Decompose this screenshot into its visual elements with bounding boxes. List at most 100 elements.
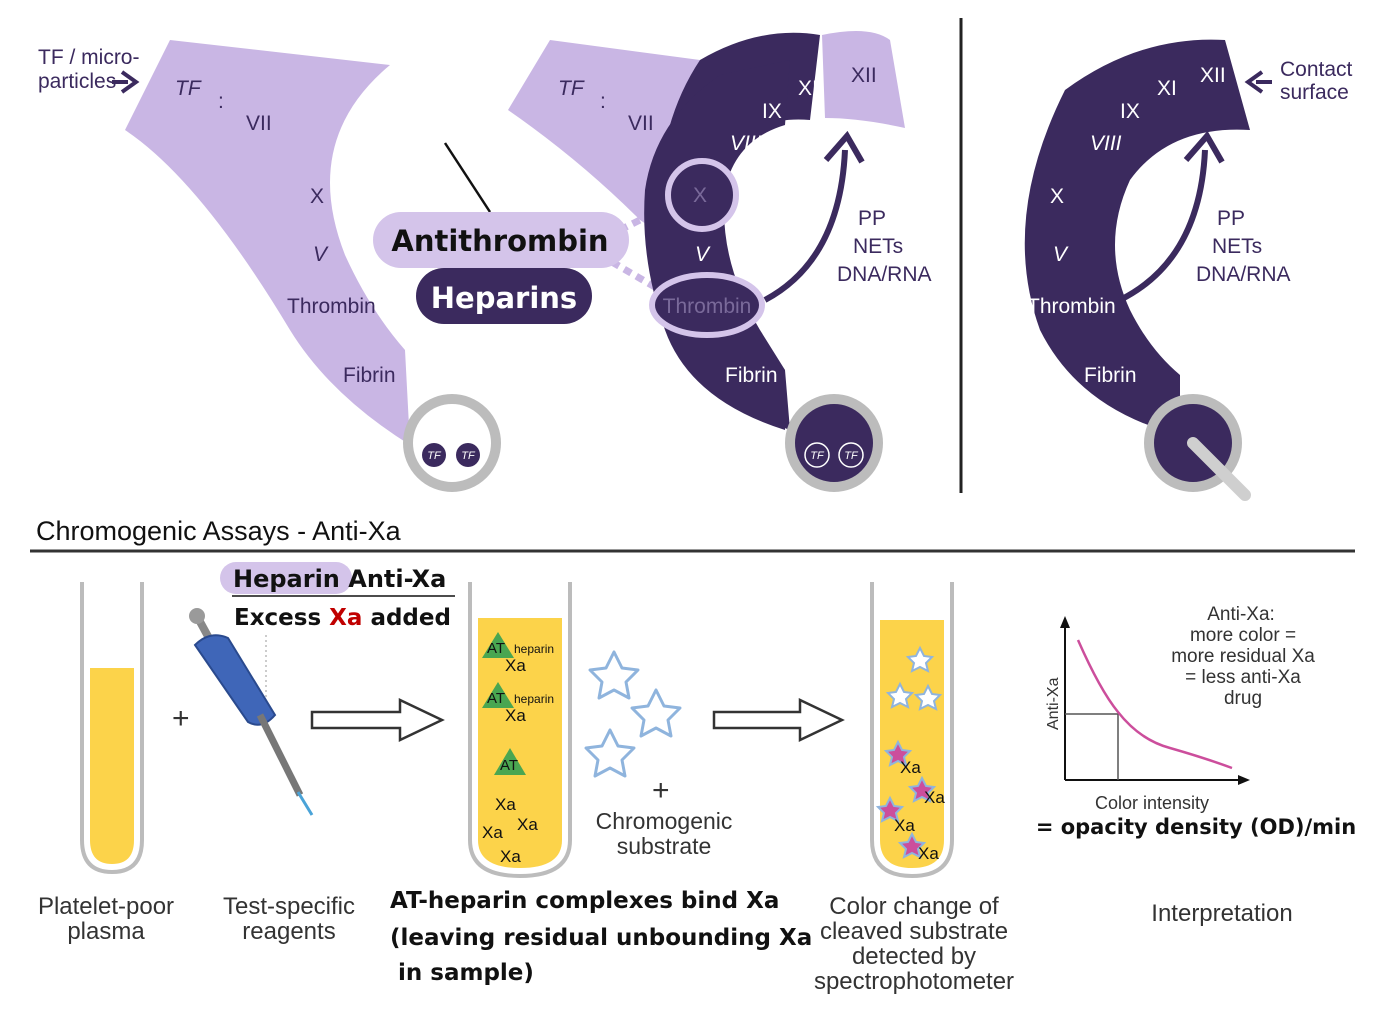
tube-at-2: AT	[487, 690, 505, 707]
right-amp-3: DNA/RNA	[1196, 263, 1291, 286]
chromogenic-label-1: Chromogenic	[596, 808, 733, 834]
tube-at-3: AT	[500, 757, 518, 774]
tube-star-icon-3	[913, 683, 943, 711]
middle-fibrin: Fibrin	[725, 364, 778, 387]
tube-pink-star-icon-2	[907, 775, 937, 803]
caption-interpretation: Interpretation	[1151, 900, 1292, 927]
caption-reagents-1: Test-specific	[223, 893, 355, 920]
plasma-liquid	[90, 668, 134, 864]
graph-ylabel: Anti-Xa	[1045, 677, 1062, 730]
assay-heading: Heparin Anti-Xa	[233, 565, 446, 593]
right-feedback-arrowhead	[1183, 130, 1225, 164]
tube-xa-3: Xa	[495, 795, 516, 814]
inhibitors: Antithrombin Heparins	[373, 142, 672, 324]
tube-xa-6: Xa	[500, 847, 521, 866]
tube-pink-star-icon-4	[897, 831, 927, 859]
heparins-pill	[416, 268, 592, 324]
caption-plasma-1: Platelet-poor	[38, 893, 174, 920]
plasma-tube	[80, 582, 144, 875]
color-xa-2: Xa	[924, 788, 945, 807]
middle-feedback-arrowhead	[823, 130, 865, 164]
heparins-label: Heparins	[431, 281, 577, 315]
plus-sign-1: +	[172, 702, 190, 735]
middle-x-ring	[665, 158, 739, 232]
star-icon-1	[588, 650, 640, 700]
middle-feedback-arrow	[763, 149, 848, 303]
right-panel: XII XI IX VIII X V Thrombin Fibrin Conta…	[1024, 39, 1353, 501]
graph-reference-lines	[1065, 713, 1119, 780]
caption-complexes-3: in sample)	[390, 960, 534, 986]
graph-y-arrowhead	[1060, 616, 1070, 628]
right-amp-1: PP	[1217, 207, 1245, 230]
graph-curve	[1076, 639, 1233, 770]
middle-thrombin-ring	[649, 272, 765, 338]
caption-color-3: detected by	[852, 943, 976, 970]
inhibitor-line	[443, 142, 492, 213]
middle-cell	[785, 394, 883, 492]
excess-xa-line: Excess Xa added	[234, 605, 451, 631]
caption-color-2: cleaved substrate	[820, 918, 1008, 945]
caption-color-1: Color change of	[829, 893, 999, 920]
middle-xii-segment	[822, 31, 905, 128]
color-xa-3: Xa	[894, 816, 915, 835]
flow-arrow-2	[712, 698, 845, 742]
plus-sign-2: +	[652, 774, 670, 807]
middle-cell-tf-1: TF	[810, 450, 825, 462]
left-cell-tf-2: TF	[461, 450, 476, 462]
tube-xa-5: Xa	[482, 823, 503, 842]
left-cell	[403, 394, 501, 492]
middle-xii: XII	[851, 64, 877, 87]
left-cascade-arc	[125, 40, 410, 445]
right-ix: IX	[1120, 100, 1140, 123]
at-triangle-2	[482, 682, 514, 708]
caption-color-4: spectrophotometer	[814, 968, 1014, 995]
left-cell-tf-1-icon	[422, 443, 446, 467]
tube-at-1: AT	[487, 640, 505, 657]
middle-thrombin: Thrombin	[663, 295, 752, 318]
color-tube-glass	[870, 582, 954, 879]
right-x: X	[1050, 185, 1064, 208]
left-cell-tf-1: TF	[427, 450, 442, 462]
graph-x-arrowhead	[1238, 775, 1250, 785]
tube-star-icon-2	[885, 681, 915, 709]
chromogenic-label-2: substrate	[617, 833, 712, 859]
caption-reagents-2: reagents	[242, 918, 335, 945]
color-xa-1: Xa	[900, 758, 921, 777]
heading-highlight	[220, 562, 352, 594]
left-thrombin: Thrombin	[287, 295, 376, 318]
right-amp-2: NETs	[1212, 235, 1262, 258]
left-v: V	[313, 243, 329, 266]
left-arrow-label-1: TF / micro-	[38, 46, 139, 69]
graph-note-4: = less anti-Xa	[1185, 667, 1301, 688]
left-tf: TF	[175, 77, 202, 100]
right-thrombin: Thrombin	[1027, 295, 1116, 318]
tube-xa-2: Xa	[505, 706, 526, 725]
at-triangle-3	[494, 748, 526, 775]
middle-tf: TF	[558, 77, 585, 100]
tube-xa-1: Xa	[505, 656, 526, 675]
antithrombin-label: Antithrombin	[391, 224, 608, 258]
right-xi: XI	[1157, 77, 1177, 100]
caption-plasma-2: plasma	[67, 918, 145, 945]
star-icon-3	[584, 728, 636, 778]
middle-x: X	[693, 184, 707, 207]
middle-amp-2: NETs	[853, 235, 903, 258]
right-cascade-arc	[1024, 39, 1250, 435]
right-arrow-label-1: Contact	[1280, 58, 1353, 81]
middle-amp-3: DNA/RNA	[837, 263, 932, 286]
excess-xa-highlight: Xa	[329, 605, 362, 631]
reaction-tube-glass	[468, 582, 572, 879]
middle-amp-1: PP	[858, 207, 886, 230]
antithrombin-pill	[373, 212, 629, 268]
graph-note-1: Anti-Xa:	[1207, 604, 1275, 625]
graph-xlabel-2: = opacity density (OD)/min	[1036, 815, 1356, 839]
right-arrow-label-2: surface	[1280, 81, 1349, 104]
middle-colon: :	[600, 90, 606, 113]
chromogenic-stars	[584, 650, 682, 778]
right-xii: XII	[1200, 64, 1226, 87]
left-cell-tf-2-icon	[456, 443, 480, 467]
tube-star-icon-1	[905, 645, 935, 673]
left-fibrin: Fibrin	[343, 364, 396, 387]
left-vii: VII	[246, 112, 272, 135]
interpretation-graph: Anti-Xa Color intensity = opacity densit…	[1036, 604, 1356, 839]
